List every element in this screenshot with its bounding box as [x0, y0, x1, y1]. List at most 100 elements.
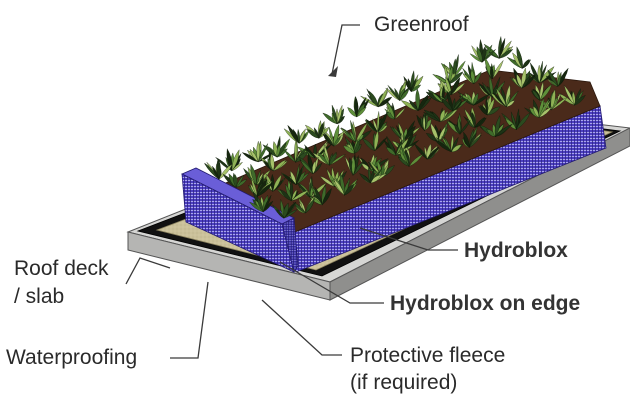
plant-leaf: [319, 175, 335, 187]
plant-clump: [322, 124, 345, 147]
plant-leaf: [342, 145, 355, 154]
plant-leaf: [280, 189, 292, 202]
plant-clump: [272, 198, 298, 219]
plant-clump: [506, 46, 531, 69]
plant-leaf: [488, 75, 494, 98]
plant-leaf: [305, 198, 315, 214]
plant-leaf: [474, 116, 486, 128]
plant-leaf: [445, 76, 452, 96]
plant-leaf: [516, 112, 531, 130]
plant-clump: [400, 88, 432, 112]
plant-clump: [276, 179, 310, 202]
plant-leaf: [498, 37, 506, 59]
roof-deck-leader: [125, 257, 171, 285]
plant-leaf: [498, 49, 514, 59]
plant-leaf: [297, 128, 300, 144]
plant-leaf: [256, 182, 273, 197]
plant-leaf: [212, 165, 220, 180]
plant-clump: [478, 94, 501, 116]
plant-clump: [528, 61, 557, 84]
plant-leaf: [263, 195, 272, 212]
plant-leaf: [473, 71, 482, 85]
label-greenroof: Greenroof: [374, 13, 469, 36]
plant-leaf: [307, 129, 320, 139]
plant-clump: [305, 120, 330, 139]
label-hydroblox-on-edge: Hydroblox on edge: [390, 292, 581, 315]
plant-leaf: [399, 89, 410, 101]
plant-leaf: [551, 96, 569, 111]
plant-leaf: [333, 178, 345, 196]
plant-leaf: [522, 59, 530, 69]
plant-leaf: [344, 183, 355, 196]
plant-clump: [509, 67, 536, 89]
plant-clump: [360, 87, 393, 108]
plant-leaf: [294, 139, 298, 163]
plant-leaf: [365, 118, 378, 133]
plant-leaf: [487, 98, 495, 116]
plant-clump: [462, 62, 482, 85]
plant-clump: [479, 115, 513, 138]
leader-lines: [125, 24, 458, 359]
plant-leaf: [480, 104, 488, 116]
plant-clump: [483, 35, 514, 59]
plant-clump: [347, 95, 370, 118]
plant-leaf: [287, 124, 300, 144]
plant-leaf: [417, 94, 429, 111]
plant-leaf: [521, 75, 531, 89]
plant-leaf: [574, 95, 586, 106]
label-roof-deck: Roof deck: [14, 257, 109, 280]
plant-leaf: [550, 88, 556, 111]
plant-leaf: [251, 177, 258, 197]
plant-leaf: [270, 153, 275, 172]
plant-leaf: [299, 159, 314, 175]
plant-leaf: [471, 112, 476, 128]
plant-leaf: [483, 43, 500, 59]
plant-clump: [484, 57, 504, 80]
plant-leaf: [377, 111, 388, 133]
plant-leaf: [401, 145, 410, 167]
plant-clump: [384, 100, 406, 120]
plant-leaf: [563, 84, 575, 106]
plant-leaf: [354, 138, 361, 154]
plant-leaf: [284, 149, 296, 163]
plant-leaf: [347, 107, 357, 118]
plant-leaf: [380, 163, 385, 178]
plant-clump: [344, 153, 364, 176]
plant-leaf: [350, 120, 356, 143]
plant-leaf: [548, 79, 559, 87]
plant-leaf: [434, 139, 452, 153]
plant-clump: [545, 67, 569, 87]
plant-leaf: [462, 67, 474, 84]
plant-leaf: [386, 101, 395, 120]
greenroof-arrowhead: [328, 66, 338, 77]
plant-leaf: [351, 156, 356, 176]
plant-leaf: [377, 96, 393, 108]
plant-clump: [469, 38, 496, 63]
plant-leaf: [453, 60, 466, 78]
plant-leaf: [333, 136, 341, 147]
plant-leaf: [557, 73, 561, 87]
plant-leaf: [256, 140, 261, 163]
plant-leaf: [235, 174, 244, 188]
plant-leaf: [557, 92, 575, 106]
plant-clump: [490, 84, 519, 108]
plant-clump: [531, 80, 553, 101]
plant-leaf: [408, 153, 424, 167]
hydroblox-edge-leader: [279, 261, 384, 304]
plant-clump: [331, 172, 359, 196]
plant-leaf: [249, 201, 264, 213]
plant-clump: [439, 90, 469, 112]
plant-leaf: [321, 188, 332, 206]
plant-leaf: [312, 160, 317, 175]
plant-leaf: [482, 82, 493, 98]
plant-leaf: [250, 163, 257, 186]
plant-leaf: [495, 87, 507, 108]
plant-leaf: [426, 146, 440, 160]
plant-leaf: [249, 148, 259, 163]
plant-leaf: [454, 123, 461, 135]
plant-leaf: [415, 88, 420, 112]
plant-leaf: [376, 111, 380, 133]
plant-leaf: [257, 196, 264, 213]
plant-leaf: [438, 126, 446, 142]
plant-leaf: [276, 209, 285, 219]
